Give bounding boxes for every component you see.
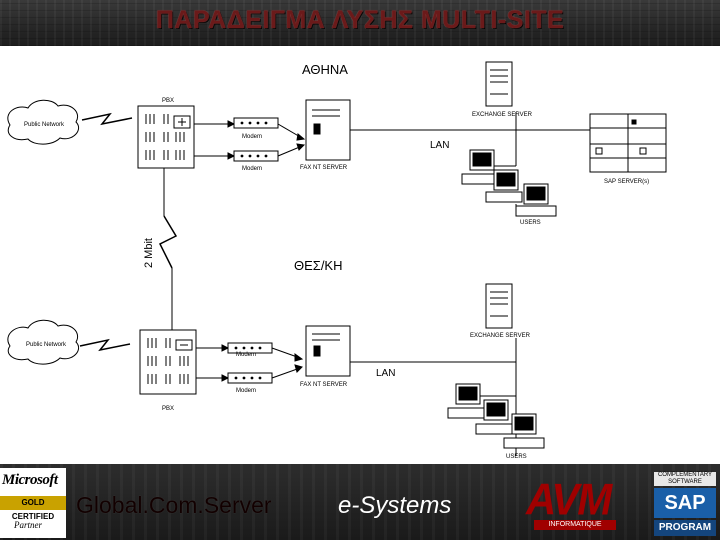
avm-logo-text: AVM — [526, 474, 612, 525]
slide-title: ΠΑΡΑΔΕΙΓΜΑ ΛΥΣΗΣ MULTI-SITE — [155, 6, 565, 34]
athens-label: ΑΘΗΝΑ — [302, 62, 348, 77]
fax-server-label-bottom: FAX NT SERVER — [300, 382, 348, 388]
exchange-server-label-bottom: EXCHANGE SERVER — [470, 333, 531, 339]
workstation-1-bottom — [447, 383, 485, 419]
thessaloniki-label: ΘΕΣ/ΚΗ — [294, 258, 343, 273]
public-network-cloud — [7, 99, 80, 145]
modem-1-label-top: Modem — [242, 134, 262, 140]
users-label-top: USERS — [520, 220, 541, 226]
workstation-3-bottom — [503, 413, 545, 449]
product-name: Global.Com.Server — [76, 492, 272, 518]
fax-server-top — [305, 99, 351, 161]
cloud-label-top: Public Network — [24, 122, 65, 128]
exchange-server-top — [485, 61, 513, 107]
microsoft-logo-text: Microsoft — [2, 472, 58, 488]
sap-mark: SAP — [654, 488, 716, 518]
avm-logo: AVM INFORMATIQUE — [520, 474, 628, 534]
sap-server-label: SAP SERVER(s) — [604, 179, 649, 185]
modem-2-label-top: Modem — [242, 166, 262, 172]
workstation-3-top — [515, 183, 557, 217]
modem-1-top — [233, 117, 279, 129]
lan-label-bottom: LAN — [376, 368, 395, 379]
sap-program-text: PROGRAM — [654, 520, 716, 536]
esystems-label: e-Systems — [338, 492, 452, 519]
wan-lightning — [158, 215, 178, 269]
avm-subtitle: INFORMATIQUE — [534, 520, 616, 530]
lightning-bottom — [79, 338, 131, 352]
network-diagram: ΑΘΗΝΑ ΘΕΣ/ΚΗ 2 Mbit Public Network PBX M… — [7, 61, 667, 460]
workstation-2-top — [485, 169, 523, 203]
workstation-1-top — [461, 149, 499, 185]
exchange-server-label-top: EXCHANGE SERVER — [472, 112, 533, 118]
exchange-server-bottom — [485, 283, 513, 329]
cloud-label-bottom: Public Network — [26, 342, 67, 348]
fax-server-label-top: FAX NT SERVER — [300, 165, 348, 171]
users-label-bottom: USERS — [506, 454, 527, 460]
pbx-label-bottom: PBX — [162, 406, 174, 412]
public-network-cloud-bottom — [7, 319, 80, 365]
lan-label-top: LAN — [430, 140, 449, 151]
sap-partner-logo: COMPLEMENTARY SOFTWARE SAP PROGRAM — [650, 470, 720, 538]
sap-complementary-text: COMPLEMENTARY SOFTWARE — [654, 472, 716, 486]
slide-header: ΠΑΡΑΔΕΙΓΜΑ ΛΥΣΗΣ MULTI-SITE — [0, 0, 720, 46]
partner-text: Partner — [14, 520, 42, 530]
lightning-top — [81, 112, 133, 126]
gold-certified-text: GOLD CERTIFIED — [0, 496, 66, 521]
modem-1-label-bottom: Modem — [236, 352, 256, 358]
pbx-label-top: PBX — [162, 98, 174, 104]
slide-footer: Microsoft GOLD CERTIFIED Partner Global.… — [0, 464, 720, 540]
pbx-bottom — [139, 329, 197, 395]
modem-2-label-bottom: Modem — [236, 388, 256, 394]
link-speed-label: 2 Mbit — [143, 238, 155, 268]
microsoft-gold-certified-logo: Microsoft GOLD CERTIFIED Partner — [0, 468, 66, 538]
